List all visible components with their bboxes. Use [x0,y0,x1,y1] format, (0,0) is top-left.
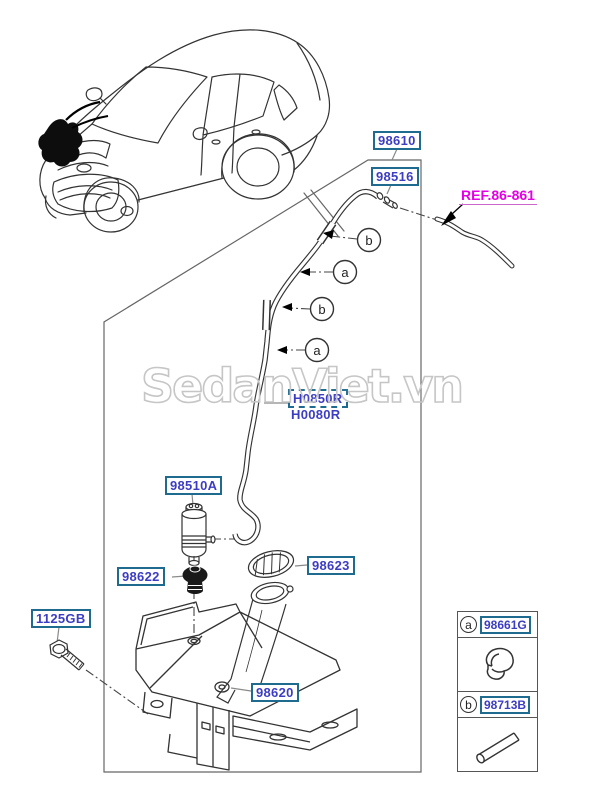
callout-a2[interactable]: a [304,337,330,363]
svg-text:a: a [341,265,349,280]
ref-arrow [441,203,464,226]
legend-row-a-header: a 98661G [458,612,537,638]
legend-table: a 98661G b 98713B [457,611,538,772]
washer-hose [232,188,380,546]
legend-tube-cell [458,718,537,771]
label-nozzle-connector[interactable]: 98516 [371,167,419,186]
svg-text:a: a [313,343,321,358]
ref-hose [434,216,515,269]
filler-neck [216,581,294,704]
callout-arrows [277,230,334,354]
label-hose-assembly[interactable]: 98610 [373,131,421,150]
legend-key-a: a [460,616,477,633]
legend-row-b-header: b 98713B [458,692,537,718]
legend-key-b: b [460,696,477,713]
label-ref-note[interactable]: REF.86-861 [459,187,537,205]
washer-location-highlight [38,100,109,167]
callout-a1[interactable]: a [332,259,358,285]
centerlines [85,207,438,715]
diagram-border [103,159,422,773]
label-mounting-bolt[interactable]: 1125GB [31,609,91,628]
label-washer-pump[interactable]: 98510A [165,476,223,495]
svg-text:b: b [318,302,325,317]
callout-b1[interactable]: b [356,227,382,253]
car-illustration [39,29,345,237]
callout-b2[interactable]: b [309,296,335,322]
reservoir-tank [135,601,358,771]
nozzle-connector [376,192,398,209]
mounting-bolt [49,639,85,671]
label-hose-code-primary[interactable]: H0850R [288,389,348,408]
label-pump-grommet[interactable]: 98622 [117,567,165,586]
reservoir-cap [247,550,295,578]
legend-part-b[interactable]: 98713B [480,695,531,714]
leader-lines [56,148,398,692]
washer-pump [181,502,216,567]
label-reservoir-tank[interactable]: 98620 [251,683,299,702]
legend-part-a[interactable]: 98661G [480,615,531,634]
label-reservoir-cap[interactable]: 98623 [307,556,355,575]
tube-icon [475,731,520,763]
legend-clip-cell [458,638,537,692]
label-hose-code-secondary[interactable]: H0080R [291,407,341,422]
pump-grommet [182,565,208,594]
clip-icon [485,647,514,680]
svg-text:b: b [365,233,372,248]
